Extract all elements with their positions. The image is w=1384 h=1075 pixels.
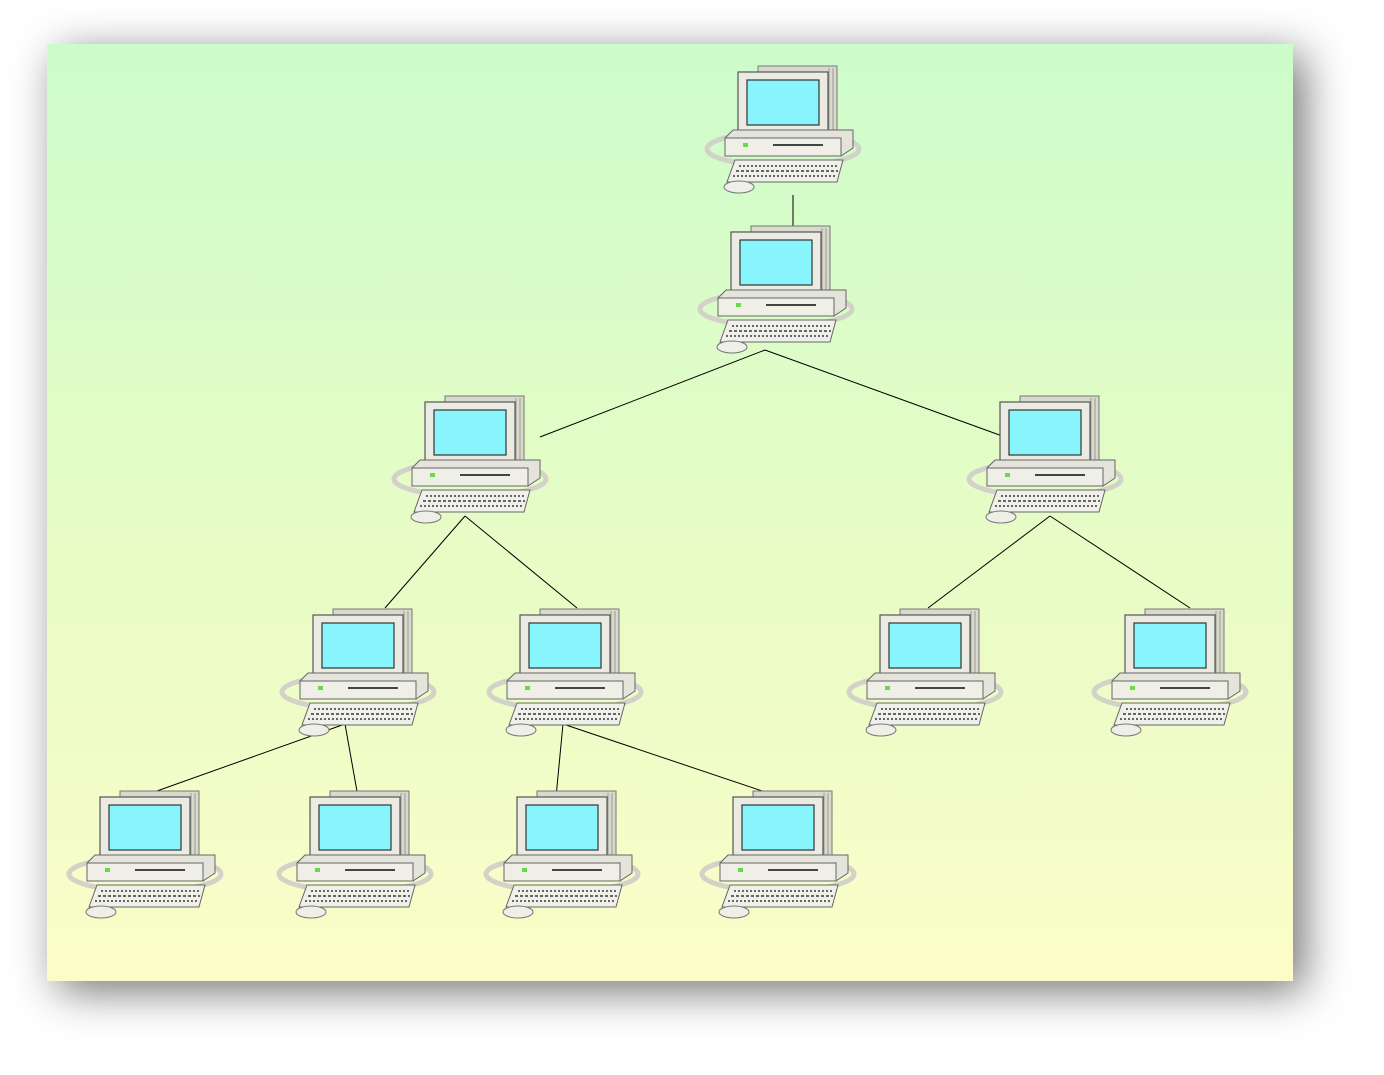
- desktop-computer-icon: [282, 609, 434, 736]
- network-link-n3-n6: [464, 515, 578, 609]
- desktop-computer-icon: [394, 396, 546, 523]
- network-link-n2-n4: [764, 349, 1006, 438]
- desktop-computer-icon: [1094, 609, 1246, 736]
- network-computers: [69, 66, 1246, 918]
- network-link-n2-n3: [539, 349, 766, 438]
- network-link-n3-n5: [384, 515, 466, 609]
- network-link-n6-n12: [562, 723, 781, 798]
- desktop-computer-icon: [489, 609, 641, 736]
- desktop-computer-icon: [700, 226, 852, 353]
- desktop-computer-icon: [702, 791, 854, 918]
- network-link-n5-n10: [344, 723, 359, 798]
- network-link-n4-n7: [927, 515, 1051, 609]
- desktop-computer-icon: [486, 791, 638, 918]
- desktop-computer-icon: [969, 396, 1121, 523]
- network-link-n6-n11: [555, 723, 564, 798]
- network-link-n4-n8: [1049, 515, 1191, 609]
- desktop-computer-icon: [707, 66, 859, 193]
- desktop-computer-icon: [849, 609, 1001, 736]
- desktop-computer-icon: [69, 791, 221, 918]
- desktop-computer-icon: [279, 791, 431, 918]
